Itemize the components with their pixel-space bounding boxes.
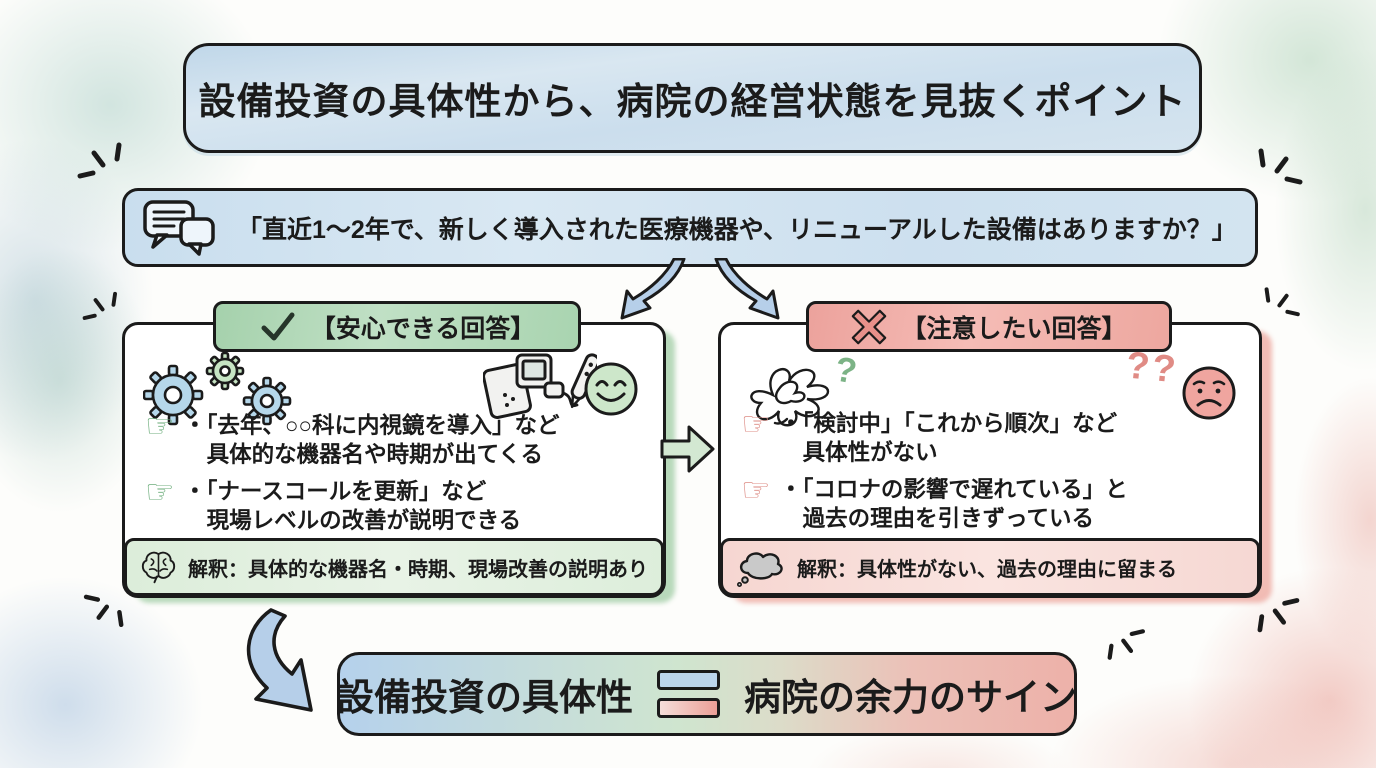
sparkle-marks <box>1258 148 1303 185</box>
sad-face-icon <box>1182 366 1236 420</box>
thought-cloud-icon <box>736 552 783 587</box>
equals-icon <box>657 670 720 718</box>
pointing-hand-icon: ☞ <box>145 473 175 510</box>
safe-interpretation-text: 解釈：具体的な機器名・時期、現場改善の説明あり <box>188 558 648 581</box>
conclusion-banner: 設備投資の具体性 病院の余力のサイン <box>337 652 1077 736</box>
safe-bullet-1-text: ・「去年、○○科に内視鏡を導入」など 具体的な機器名や時期が出てくる <box>184 411 560 469</box>
gears-icon <box>143 351 292 426</box>
safe-answer-badge: 【安心できる回答】 <box>213 301 581 352</box>
brain-icon <box>141 551 176 584</box>
bullet-line: 具体性がない <box>802 440 938 465</box>
medical-device-icon <box>483 353 597 420</box>
sparkle-marks <box>77 142 122 179</box>
right-arrow <box>660 425 715 473</box>
checkmark-icon <box>261 312 295 340</box>
safe-bullet-2-text: ・「ナースコールを更新」など 現場レベルの改善が説明できる <box>184 477 522 535</box>
title-banner: 設備投資の具体性から、病院の経営状態を見抜くポイント <box>183 43 1202 153</box>
smiley-face-icon <box>584 362 638 416</box>
caution-interpretation-bar: 解釈：具体性がない、過去の理由に留まる <box>720 538 1260 596</box>
safe-bullet-1: ☞ ・「去年、○○科に内視鏡を導入」など 具体的な機器名や時期が出てくる <box>145 407 560 469</box>
question-text: 「直近1〜2年で、新しく導入された医療機器や、リニューアルした設備はありますか？… <box>237 215 1237 244</box>
safe-bullet-2: ☞ ・「ナースコールを更新」など 現場レベルの改善が説明できる <box>145 473 522 535</box>
tangle-scribble-icon <box>750 368 830 427</box>
caution-bullet-2: ☞ ・「コロナの影響で遅れている」と 過去の理由を引きずっている <box>741 471 1128 533</box>
safe-interpretation-bar: 解釈：具体的な機器名・時期、現場改善の説明あり <box>124 538 664 596</box>
caution-answer-badge: 【注意したい回答】 <box>806 301 1172 352</box>
sparkle-marks <box>1107 629 1145 660</box>
caution-interpretation-text: 解釈：具体性がない、過去の理由に留まる <box>797 558 1177 581</box>
pointing-hand-icon: ☞ <box>741 471 771 508</box>
bullet-line: 具体的な機器名や時期が出てくる <box>206 442 543 467</box>
equals-bar-blue <box>657 670 720 690</box>
bullet-line: ・「コロナの影響で遅れている」と <box>779 477 1128 502</box>
watercolor-blob-right-green <box>1270 40 1376 380</box>
conclusion-right-text: 病院の余力のサイン <box>744 677 1077 718</box>
question-box: 「直近1〜2年で、新しく導入された医療機器や、リニューアルした設備はありますか？… <box>122 188 1258 267</box>
caution-bullet-2-text: ・「コロナの影響で遅れている」と 過去の理由を引きずっている <box>780 475 1128 533</box>
sparkle-marks <box>83 594 124 628</box>
bullet-line: 現場レベルの改善が説明できる <box>206 508 522 533</box>
caution-bullet-1: ☞ ・「検討中」「これから順次」など 具体性がない <box>741 405 1118 467</box>
conclusion-left-text: 設備投資の具体性 <box>337 677 633 718</box>
page-title: 設備投資の具体性から、病院の経営状態を見抜くポイント <box>198 81 1187 122</box>
sparkle-marks <box>82 291 117 320</box>
caution-bullet-1-text: ・「検討中」「これから順次」など 具体性がない <box>780 409 1118 467</box>
watercolor-blob-right-pink <box>1290 370 1376 670</box>
diverging-arrows <box>620 258 780 320</box>
equals-bar-pink <box>657 698 720 718</box>
sparkle-marks <box>1264 287 1300 317</box>
bullet-line: ・「検討中」「これから順次」など <box>779 411 1118 436</box>
pointing-hand-icon: ☞ <box>145 407 175 444</box>
bullet-line: ・「去年、○○科に内視鏡を導入」など <box>183 413 560 438</box>
bullet-line: ・「ナースコールを更新」など <box>183 479 487 504</box>
safe-answer-panel: ☞ ・「去年、○○科に内視鏡を導入」など 具体的な機器名や時期が出てくる ☞ ・… <box>122 322 666 598</box>
speech-bubbles-icon <box>143 199 215 256</box>
watercolor-blob-bottom-right-wide <box>1040 670 1376 768</box>
caution-answer-panel: ? ?? ☞ ・「検討中」「これから順次」など 具体性がない ☞ ・「コロナの影… <box>718 322 1262 598</box>
safe-answer-badge-label: 【安心できる回答】 <box>310 314 536 343</box>
pointing-hand-icon: ☞ <box>741 405 771 442</box>
x-mark-icon <box>852 309 887 344</box>
curved-arrow <box>246 608 313 712</box>
bullet-line: 過去の理由を引きずっている <box>802 506 1094 531</box>
caution-answer-badge-label: 【注意したい回答】 <box>901 314 1127 343</box>
sparkle-marks <box>1257 598 1300 633</box>
